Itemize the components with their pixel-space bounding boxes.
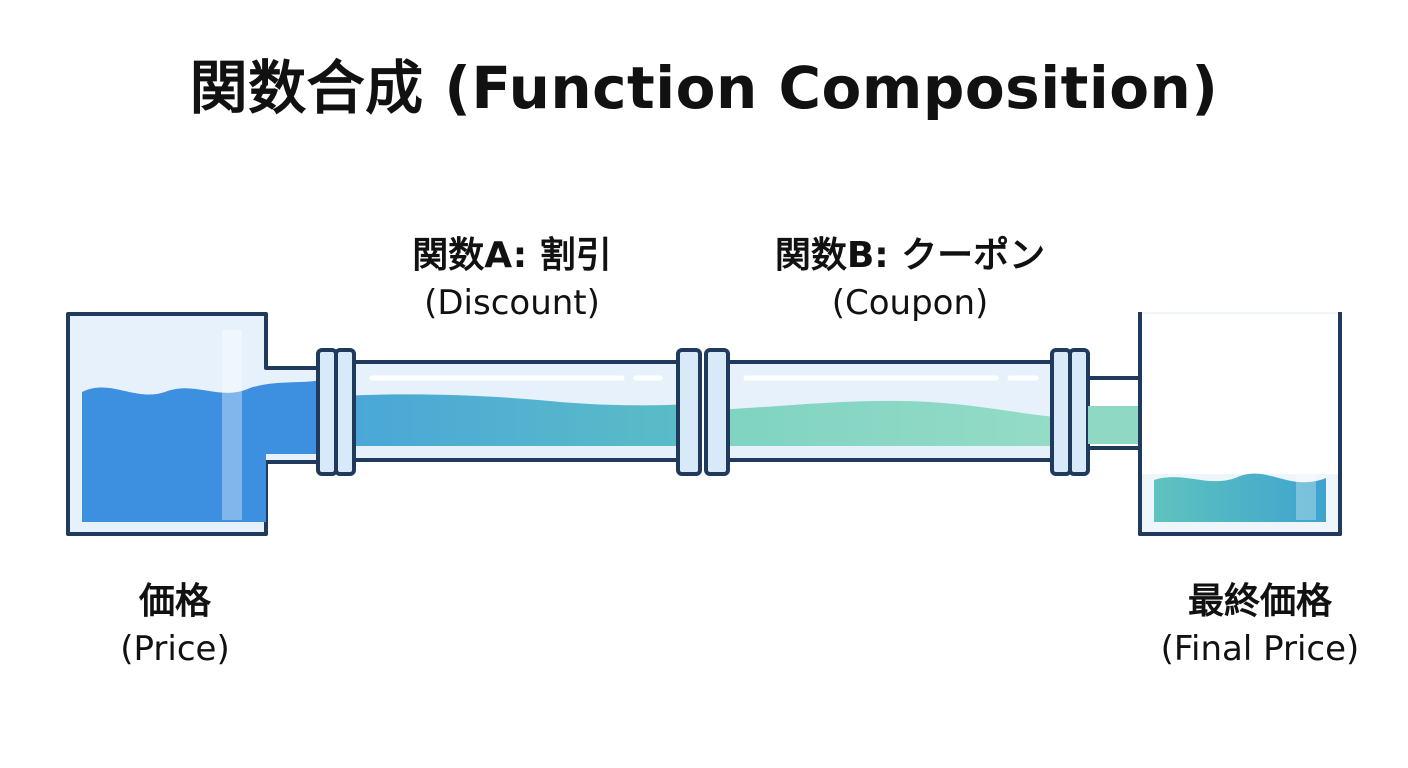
input-tank [66, 312, 324, 536]
output-tank [1138, 312, 1342, 536]
function-a-subtitle: (Discount) [424, 283, 600, 323]
input-name: 価格 [138, 581, 211, 622]
output-tank-back-wall [1142, 314, 1338, 474]
function-b-label: 関数B: クーポン (Coupon) [720, 232, 1100, 326]
coupling-middle [676, 348, 730, 476]
output-tank-highlight [1296, 330, 1316, 520]
output-name: 最終価格 [1187, 581, 1332, 622]
function-a-name: 関数A: 割引 [412, 235, 612, 276]
output-label: 最終価格 (Final Price) [1110, 578, 1408, 672]
input-label: 価格 (Price) [60, 578, 290, 672]
pipe-b [712, 360, 1072, 462]
diagram-title: 関数合成 (Function Composition) [189, 54, 1219, 122]
pipe-a-water [342, 394, 694, 446]
coupling-input [316, 348, 356, 476]
input-tank-water [82, 380, 322, 522]
function-a-label: 関数A: 割引 (Discount) [362, 232, 662, 326]
output-tank-water [1154, 473, 1326, 522]
input-subtitle: (Price) [120, 629, 230, 669]
function-b-subtitle: (Coupon) [831, 283, 989, 323]
output-tank-outline [1138, 312, 1342, 536]
pipe-b-water [716, 400, 1068, 446]
coupling-output [1050, 348, 1090, 476]
output-subtitle: (Final Price) [1160, 629, 1360, 669]
function-b-name: 関数B: クーポン [774, 235, 1046, 276]
pipe-a [338, 360, 698, 462]
input-tank-highlight [222, 330, 242, 520]
